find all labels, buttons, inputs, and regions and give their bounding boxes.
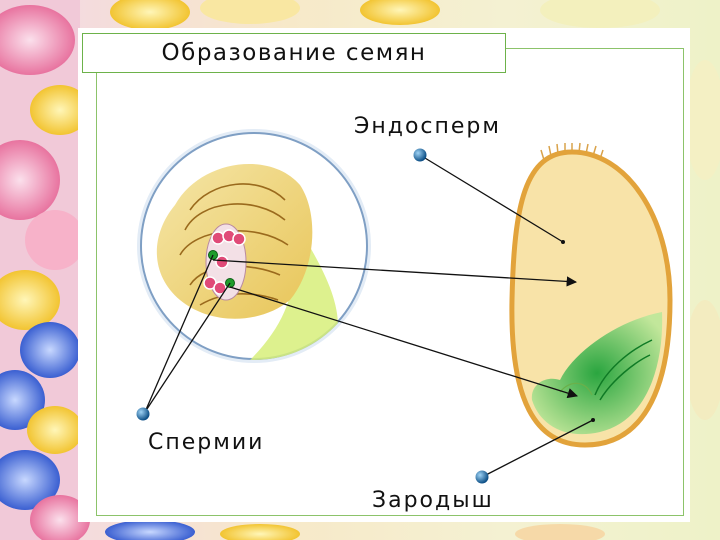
sperm-pointer-dot — [137, 408, 150, 421]
label-sperms: Спермии — [142, 430, 270, 455]
endosperm-pointer-dot — [414, 149, 427, 162]
embryo-pointer-line — [482, 420, 593, 477]
label-endosperm: Эндосперм — [348, 114, 507, 139]
label-embryo: Зародыш — [366, 488, 500, 513]
ovule-magnified — [137, 129, 371, 363]
seed-cross-section — [512, 143, 670, 445]
embryo-pointer-dot — [476, 471, 489, 484]
